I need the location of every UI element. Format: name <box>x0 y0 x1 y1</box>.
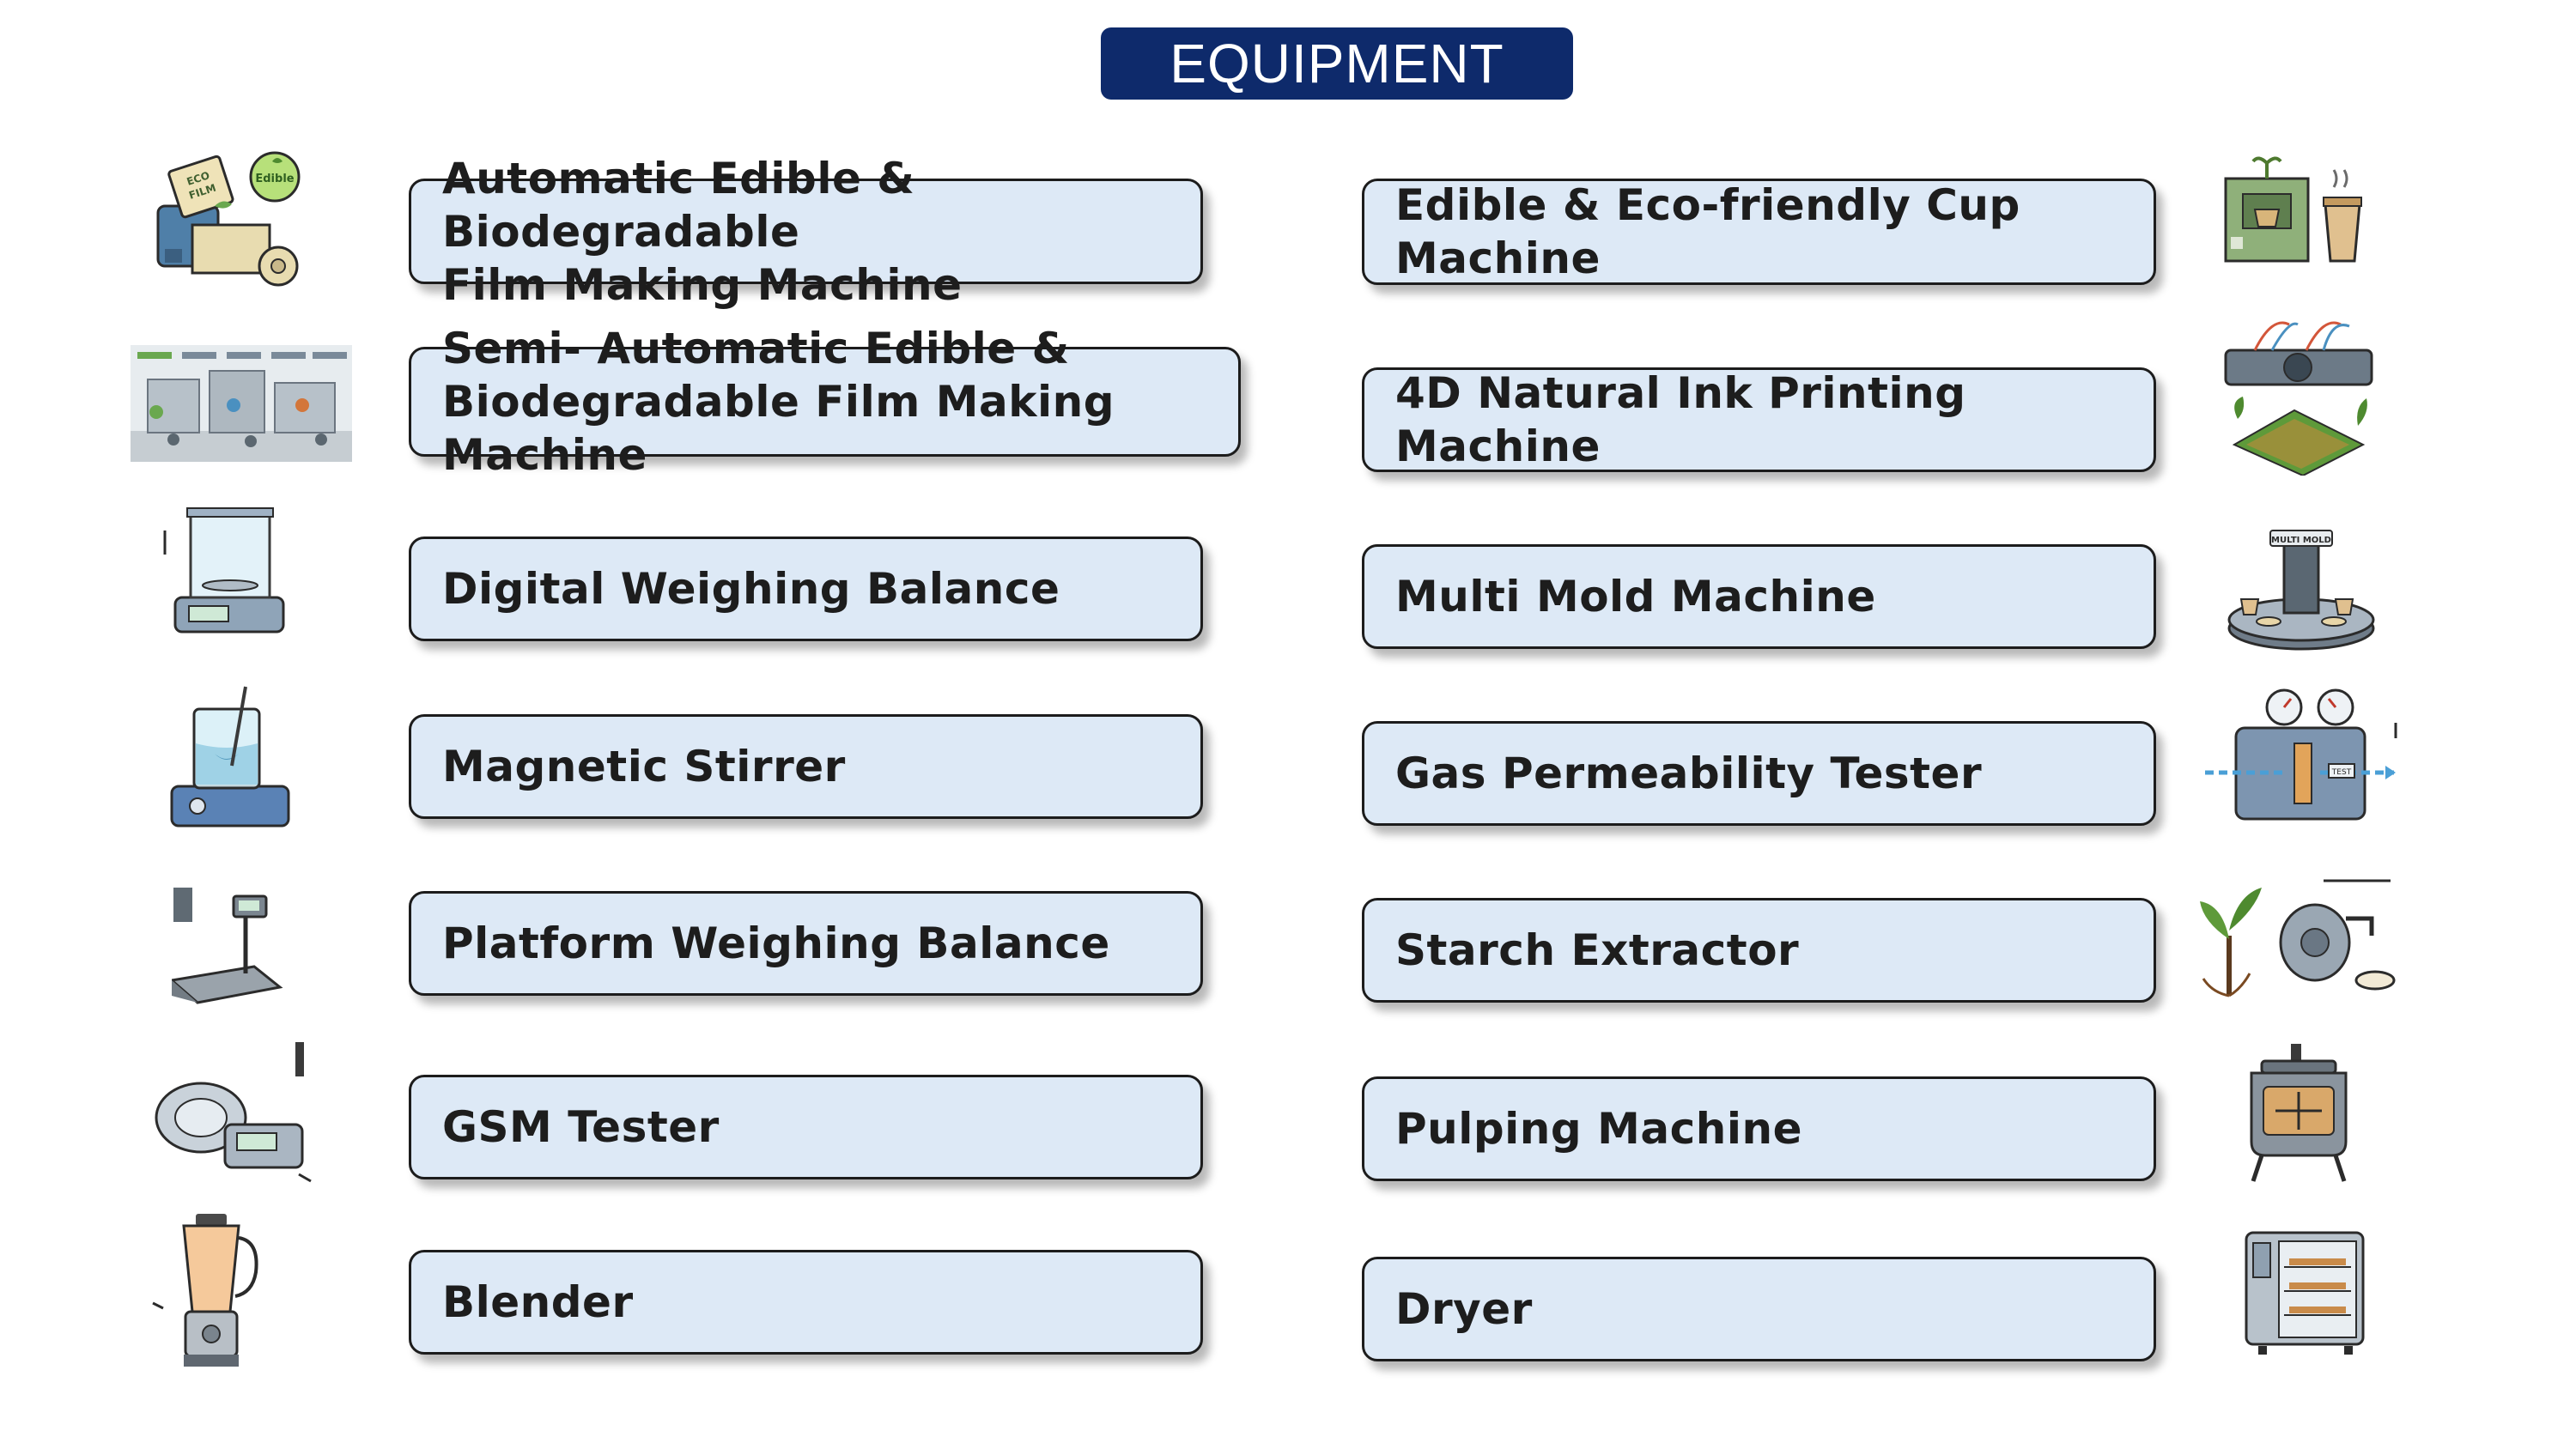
equipment-card-starch-extractor: Starch Extractor <box>1362 898 2156 1003</box>
equipment-card-cup-machine: Edible & Eco-friendly Cup Machine <box>1362 179 2156 285</box>
svg-text:TEST: TEST <box>2331 768 2352 777</box>
printer-icon <box>2221 316 2377 476</box>
equipment-card-dryer: Dryer <box>1362 1257 2156 1361</box>
starch-extractor-icon <box>2195 870 2401 999</box>
equipment-card-pulping-machine: Pulping Machine <box>1362 1076 2156 1181</box>
equipment-card-semi-auto-film-machine: Semi- Automatic Edible & Biodegradable F… <box>409 324 1241 480</box>
equipment-label: Dryer <box>1395 1284 1533 1334</box>
equipment-label: Gas Permeability Tester <box>1395 749 1983 798</box>
equipment-label: Multi Mold Machine <box>1395 572 1876 621</box>
page-title: EQUIPMENT <box>1101 27 1573 100</box>
equipment-label: Blender <box>442 1277 634 1327</box>
svg-text:MULTI MOLD: MULTI MOLD <box>2271 536 2331 545</box>
equipment-label: Starch Extractor <box>1395 925 1800 975</box>
equipment-card-magnetic-stirrer: Magnetic Stirrer <box>409 714 1203 819</box>
equipment-label: Edible & Eco-friendly Cup Machine <box>1395 180 2020 283</box>
equipment-card-gas-permeability-tester: Gas Permeability Tester <box>1362 721 2156 826</box>
pulping-machine-icon <box>2233 1042 2370 1188</box>
blender-icon <box>151 1210 271 1373</box>
svg-text:Edible: Edible <box>255 173 294 185</box>
equipment-label: GSM Tester <box>442 1102 720 1152</box>
analytical-balance-icon <box>163 505 292 642</box>
equipment-label: Semi- Automatic Edible & Biodegradable F… <box>442 324 1115 480</box>
equipment-label: Pulping Machine <box>1395 1104 1802 1154</box>
platform-scale-icon <box>172 884 292 1013</box>
dryer-icon <box>2241 1228 2370 1356</box>
cup-machine-icon <box>2214 144 2375 264</box>
equipment-card-ink-printing-machine: 4D Natural Ink Printing Machine <box>1362 367 2156 472</box>
equipment-card-gsm-tester: GSM Tester <box>409 1075 1203 1179</box>
equipment-label: Automatic Edible & Biodegradable Film Ma… <box>442 153 963 310</box>
gsm-tester-icon <box>148 1039 316 1183</box>
magnetic-stirrer-icon <box>163 683 301 838</box>
equipment-label: 4D Natural Ink Printing Machine <box>1395 368 1966 471</box>
equipment-card-digital-balance: Digital Weighing Balance <box>409 537 1203 641</box>
gas-tester-icon: TEST <box>2200 685 2399 828</box>
equipment-card-platform-balance: Platform Weighing Balance <box>409 891 1203 996</box>
equipment-card-film-machine: Automatic Edible & Biodegradable Film Ma… <box>409 154 1203 310</box>
film-roll-icon: ECO FILM Edible <box>148 146 309 292</box>
page-title-text: EQUIPMENT <box>1170 33 1504 94</box>
equipment-label: Digital Weighing Balance <box>442 564 1060 614</box>
multi-mold-icon: MULTI MOLD <box>2224 527 2379 654</box>
equipment-label: Platform Weighing Balance <box>442 919 1110 968</box>
equipment-card-blender: Blender <box>409 1250 1203 1355</box>
equipment-label: Magnetic Stirrer <box>442 742 846 791</box>
equipment-card-multi-mold-machine: Multi Mold Machine <box>1362 544 2156 649</box>
production-line-icon <box>131 345 352 462</box>
